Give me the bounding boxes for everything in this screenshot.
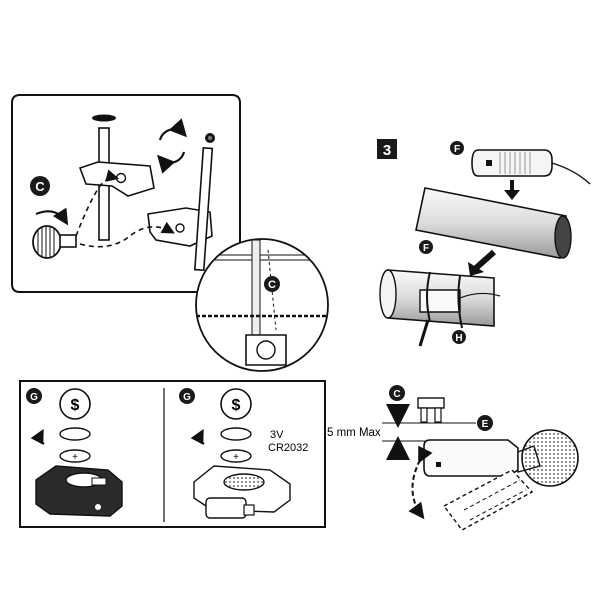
computer-unit-f: F (450, 141, 591, 185)
curved-arrow-icon (35, 207, 69, 226)
battery-voltage: 3V (270, 429, 284, 441)
battery-model: CR2032 (268, 442, 308, 454)
svg-text:+: + (233, 452, 239, 463)
svg-text:G: G (183, 392, 191, 403)
battery-cover-coin-right (220, 388, 252, 420)
svg-text:F: F (454, 144, 460, 155)
badge-c (30, 176, 50, 196)
svg-text:$: $ (71, 397, 80, 414)
svg-text:E: E (482, 419, 489, 430)
handlebar-tube (415, 187, 572, 259)
rotate-arrows-icon (157, 118, 187, 174)
sensor-body-left (35, 465, 123, 517)
battery-cover-coin: $ (59, 388, 91, 420)
sensor-body-right (193, 465, 291, 519)
fork-tube-end (521, 429, 579, 487)
panel-sensor-gap: C E 5 mm Max (327, 385, 579, 531)
badge-c-text: C (35, 179, 45, 194)
mounted-tube: F H (379, 240, 501, 347)
svg-text:$: $ (232, 397, 241, 414)
step-number-badge (377, 139, 397, 159)
svg-text:+: + (72, 452, 78, 463)
screw-knob (32, 225, 77, 259)
speed-sensor (423, 429, 579, 487)
panel-step-3: 3 F F (377, 139, 591, 347)
svg-text:F: F (423, 243, 429, 254)
svg-text:3: 3 (383, 142, 391, 159)
svg-text:H: H (455, 333, 462, 344)
rotate-adjust-arrow (408, 445, 433, 520)
svg-text:C: C (393, 389, 400, 400)
panel-battery: G $ + G $ + 3V CR2032 (19, 380, 326, 528)
magnet (417, 397, 445, 423)
svg-text:G: G (30, 392, 38, 403)
panel-magnet-mount: C (11, 94, 241, 293)
dashed-path-arrow (79, 221, 175, 248)
spoke-end (92, 114, 116, 122)
svg-text:C: C (268, 279, 276, 291)
zoom-inset: C (195, 238, 329, 372)
spoke-2 (193, 147, 214, 272)
sensor-arm (442, 469, 534, 531)
gap-label: 5 mm Max (327, 427, 381, 439)
